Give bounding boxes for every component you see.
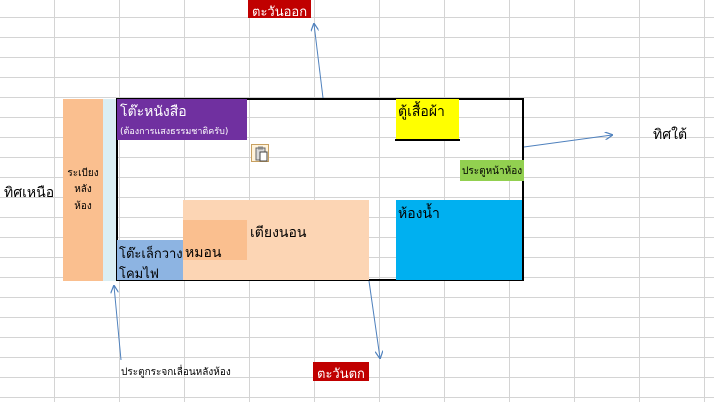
- wardrobe-label: ตู้เสื้อผ้า: [398, 104, 445, 120]
- pillow-label: หมอน: [185, 245, 222, 261]
- bed-label: เตียงนอน: [250, 225, 307, 241]
- sliding-door-arrow: [114, 286, 122, 361]
- glass-door: [103, 99, 116, 281]
- front-door: [460, 160, 524, 181]
- paste-options-icon[interactable]: [251, 144, 269, 162]
- north-label: ทิศเหนือ: [4, 185, 55, 201]
- south-label: ทิศใต้: [653, 127, 688, 143]
- south-arrow: [523, 135, 612, 148]
- side-table-label-1: โต๊ะเล็กวาง: [119, 247, 183, 262]
- side-table: [117, 240, 183, 280]
- balcony: [63, 99, 103, 281]
- room-outline: [116, 98, 524, 281]
- wardrobe-divider: [395, 139, 460, 141]
- pillow: [183, 220, 247, 260]
- desk-label: โต๊ะหนังสือ: [120, 104, 187, 120]
- clipboard-icon: [255, 146, 268, 162]
- bathroom-label: ห้องน้ำ: [398, 206, 440, 222]
- wardrobe: [396, 99, 459, 139]
- balcony-label-3: ห้อง: [74, 201, 92, 212]
- east-label: ตะวันออก: [248, 0, 312, 20]
- side-table-label-2: โคมไฟ: [119, 267, 159, 282]
- balcony-label-1: ระเบียง: [67, 168, 99, 179]
- balcony-label-2: หลัง: [74, 184, 92, 195]
- sliding-door-label: ประตูกระจกเลื่อนหลังห้อง: [121, 367, 231, 378]
- desk: [117, 99, 247, 140]
- desk-note: (ต้องการแสงธรรมชาติครับ): [120, 127, 229, 137]
- west-arrow: [368, 280, 380, 358]
- west-label: ตะวันตก: [313, 362, 369, 382]
- bathroom: [396, 200, 522, 280]
- east-arrow: [314, 24, 324, 99]
- front-door-label: ประตูหน้าห้อง: [462, 166, 523, 177]
